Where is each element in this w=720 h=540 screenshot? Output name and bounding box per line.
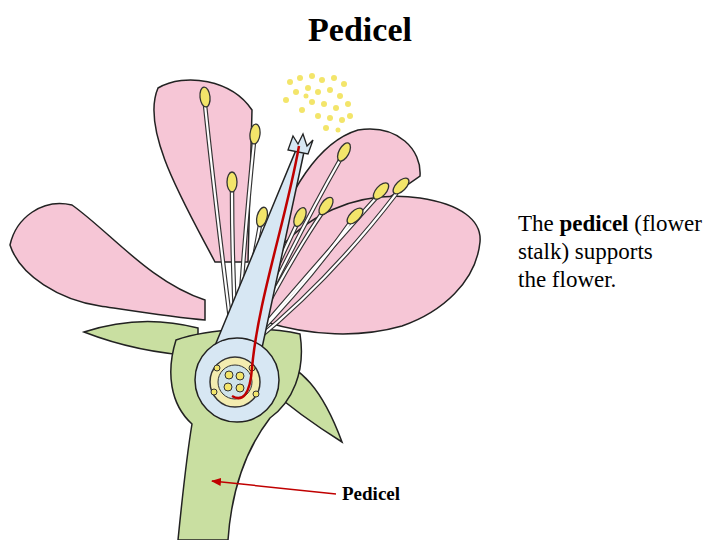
- part-label: Pedicel: [342, 483, 400, 505]
- description: Thepedicel(flower stalk) supports the fl…: [518, 210, 683, 294]
- page-title: Pedicel: [0, 10, 720, 50]
- part-label-slot: Pedicel: [342, 483, 400, 505]
- description-text: The: [518, 211, 554, 236]
- title-slot: Pedicel: [0, 10, 720, 50]
- leader-line: [212, 481, 336, 494]
- description-slot: Thepedicel(flower stalk) supports the fl…: [518, 210, 683, 294]
- term: pedicel: [560, 211, 629, 236]
